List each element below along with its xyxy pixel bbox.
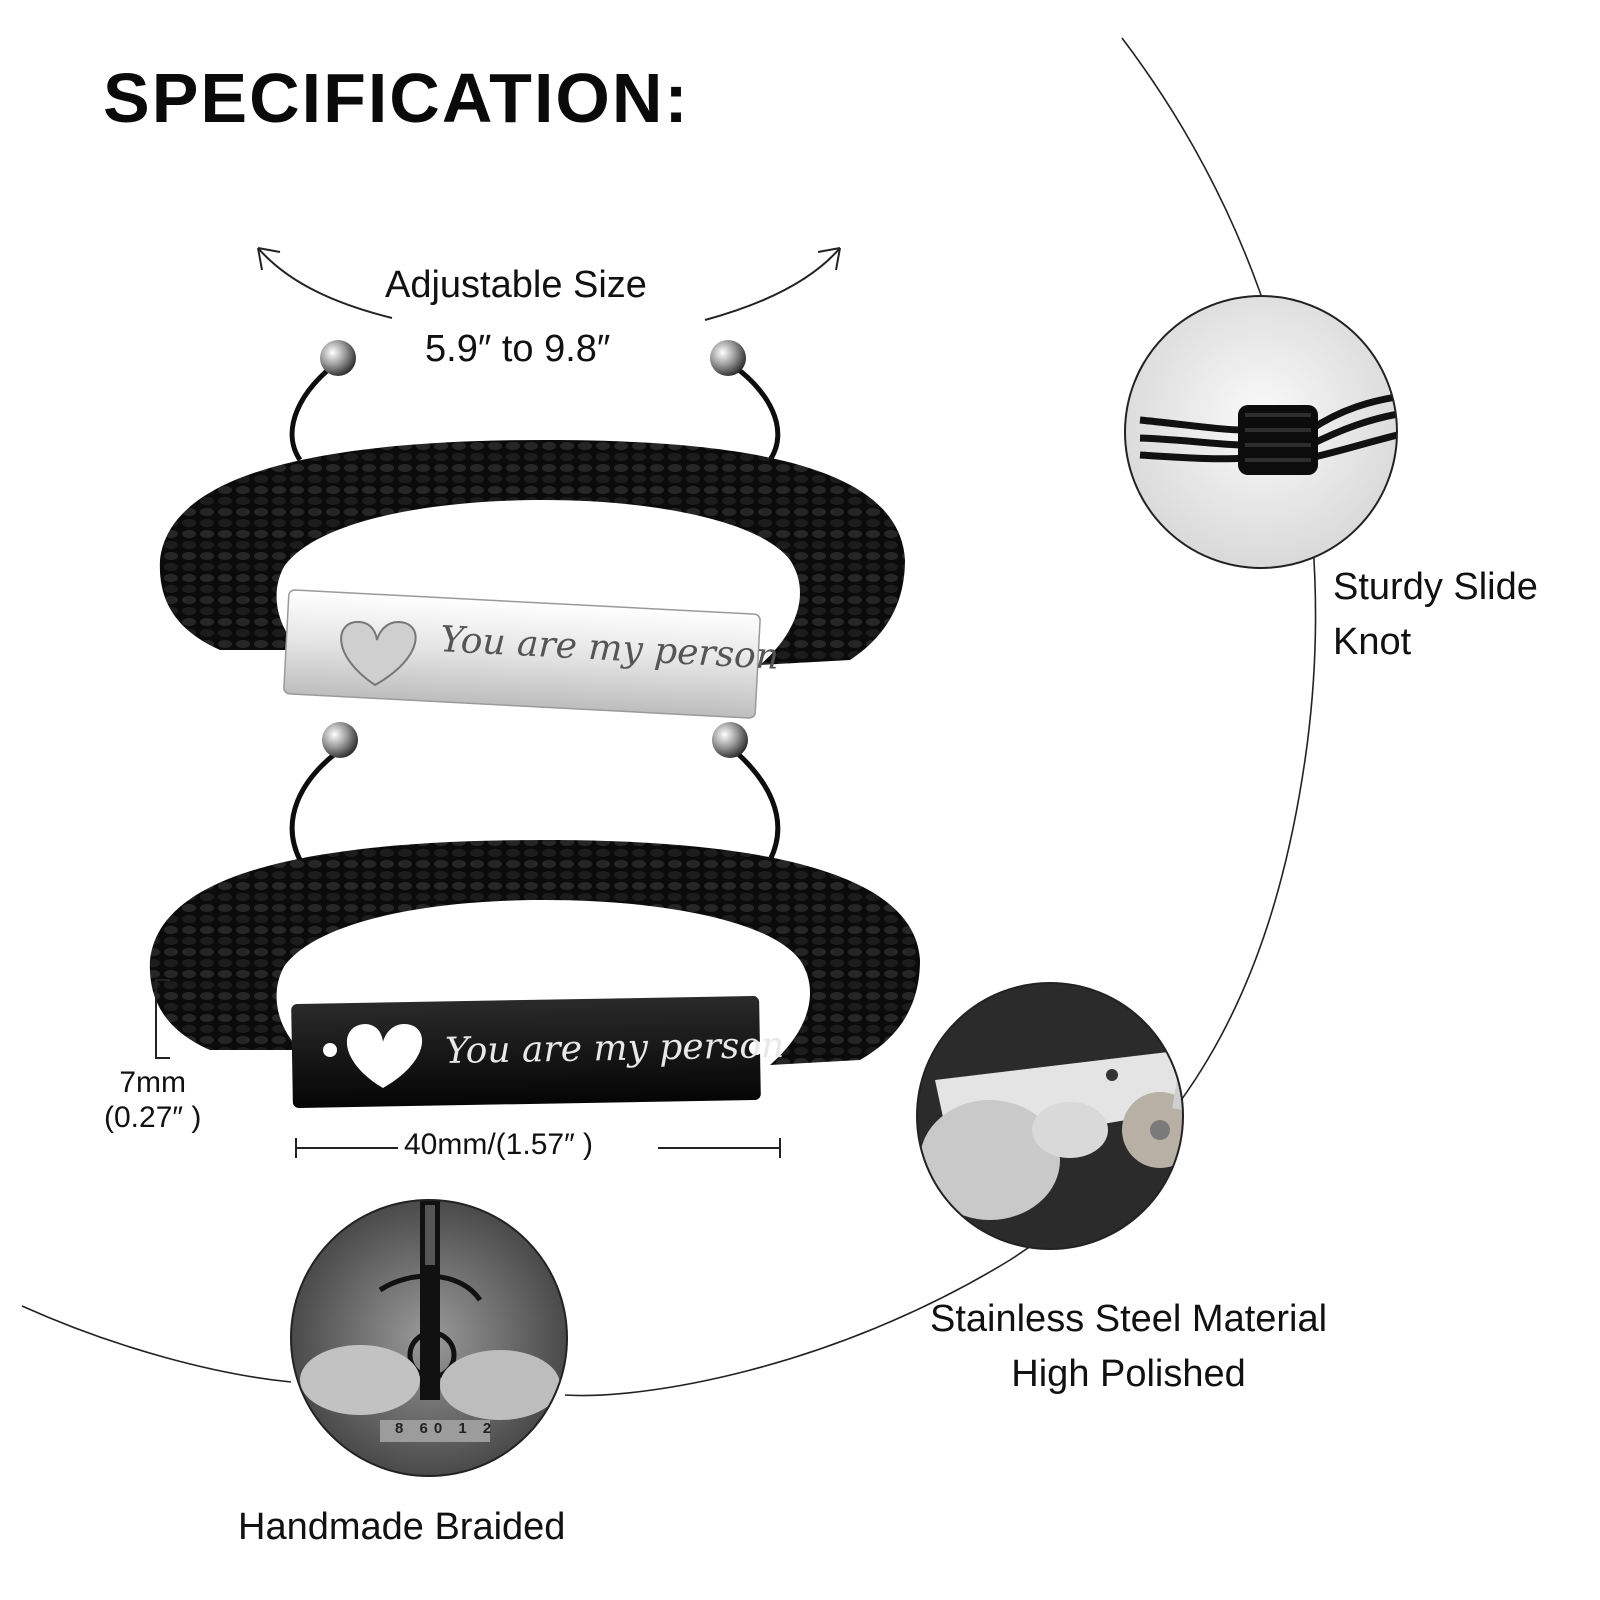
width-dimension-label: 7mm (0.27″ ): [104, 1065, 201, 1136]
engraving-black: You are my person: [444, 1025, 785, 1072]
bracelet-silver: [159, 340, 906, 719]
feature-label-line: Sturdy Slide: [1333, 566, 1538, 608]
width-inch: (0.27″ ): [104, 1101, 202, 1135]
adjust-arrow-right: [704, 247, 841, 321]
ruler-mark: 60: [419, 1420, 449, 1437]
feature-label-line: Stainless Steel Material: [930, 1298, 1328, 1340]
ruler-marks: 8 60 1 2: [395, 1420, 497, 1437]
feature-label-line: Knot: [1333, 621, 1412, 664]
slide-knot-photo: [1125, 296, 1397, 568]
heart-cutout-icon: [340, 620, 417, 687]
feature-slide-knot-label: Sturdy Slide Knot: [1333, 560, 1538, 670]
bead-icon: [322, 722, 358, 758]
bead-icon: [712, 722, 748, 758]
braiding-photo: [291, 1200, 567, 1476]
ruler-mark: 8: [395, 1420, 410, 1437]
page-title: SPECIFICATION:: [103, 59, 690, 137]
ruler-mark: 1: [458, 1420, 473, 1437]
black-plate: [291, 996, 761, 1108]
length-dimension-label: 40mm/(1.57″ ): [404, 1128, 594, 1161]
connector-arc-left: [21, 1305, 292, 1383]
adjustable-size-range: 5.9″ to 9.8″: [425, 328, 611, 370]
dimension-length: [295, 1138, 781, 1158]
feature-handmade-braided-label: Handmade Braided: [238, 1506, 566, 1548]
feature-stainless-steel-label: Stainless Steel Material High Polished: [930, 1292, 1327, 1402]
polishing-photo: [917, 983, 1183, 1249]
bracelet-black: [149, 722, 921, 1108]
heart-cutout-icon: [346, 1024, 423, 1088]
feature-label-line: High Polished: [1011, 1353, 1246, 1396]
ruler-mark: 2: [482, 1420, 498, 1437]
width-mm: 7mm: [119, 1066, 186, 1099]
bead-icon: [320, 340, 356, 376]
adjust-arrow-left: [257, 247, 393, 319]
adjustable-size-label: Adjustable Size: [385, 264, 647, 306]
dimension-width: [155, 979, 170, 1059]
bead-icon: [710, 340, 746, 376]
